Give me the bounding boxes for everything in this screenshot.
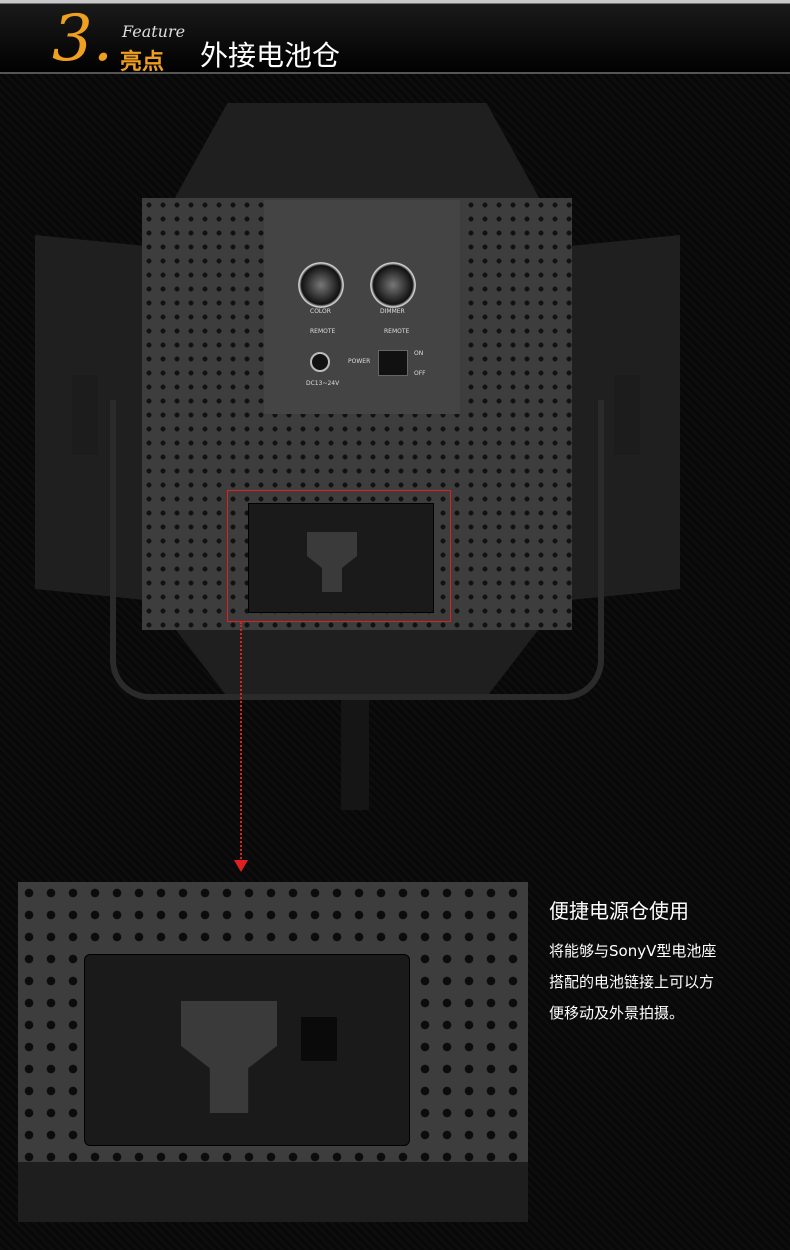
dimmer-knob: [370, 262, 416, 308]
highlight-box: [227, 490, 451, 622]
battery-plate-closeup: [18, 882, 528, 1222]
power-label: POWER: [348, 358, 371, 365]
barn-door-top: [172, 103, 542, 203]
color-label: COLOR: [310, 308, 331, 315]
knob-right: [614, 375, 640, 455]
feature-label: Feature: [122, 22, 186, 41]
feature-header: 3. Feature 亮点 外接电池仓: [0, 0, 790, 76]
callout-arrow-line: [240, 622, 242, 862]
stand-pole: [341, 700, 369, 810]
closeup-battery-plate: [84, 954, 410, 1146]
page-title: 外接电池仓: [200, 39, 341, 72]
description-text: 将能够与SonyV型电池座 搭配的电池链接上可以方 便移动及外景拍摄。: [549, 936, 779, 1029]
dimmer-label: DIMMER: [380, 308, 405, 315]
control-panel: COLOR DIMMER REMOTE REMOTE DC13~24V POWE…: [264, 200, 460, 414]
description-title: 便捷电源仓使用: [549, 899, 689, 923]
dc-input-port: [310, 352, 330, 372]
remote-label-2: REMOTE: [384, 328, 410, 335]
barn-door-bottom: [172, 625, 542, 697]
feature-number: 3.: [52, 2, 114, 76]
power-switch: [378, 350, 408, 376]
panel-edge: [18, 1162, 528, 1222]
knob-left: [72, 375, 98, 455]
v-mount-battery-plate: [248, 503, 434, 613]
dc-label: DC13~24V: [306, 380, 340, 387]
description-line: 搭配的电池链接上可以方: [549, 973, 715, 991]
description-line: 便移动及外景拍摄。: [549, 1004, 685, 1022]
description-line: 将能够与SonyV型电池座: [549, 942, 717, 960]
closeup-contact-block: [301, 1017, 337, 1061]
color-knob: [298, 262, 344, 308]
callout-arrow-head-icon: [234, 860, 248, 872]
yoke-bracket: [110, 400, 604, 700]
on-label: ON: [414, 350, 424, 357]
closeup-v-mount-slot: [181, 1001, 277, 1113]
remote-label-1: REMOTE: [310, 328, 336, 335]
highlight-label: 亮点: [120, 50, 165, 75]
off-label: OFF: [414, 370, 426, 377]
